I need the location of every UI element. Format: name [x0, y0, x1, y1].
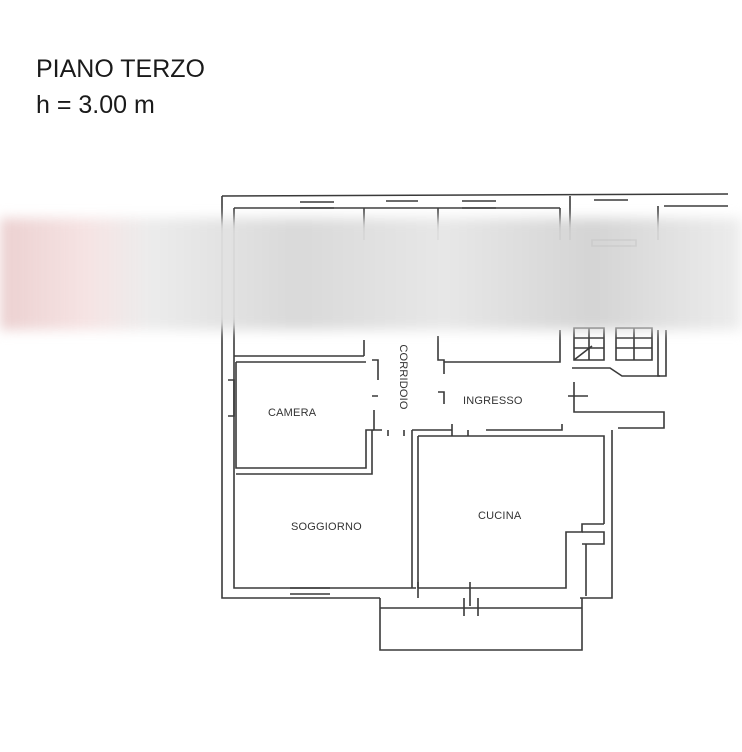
camera-walls — [235, 362, 374, 469]
stairs-arrow — [573, 345, 593, 361]
outer-wall-top — [221, 193, 729, 197]
room-label-ingresso: INGRESSO — [463, 395, 523, 407]
cucina-top-wall — [467, 424, 563, 436]
cucina-bottom-door — [417, 582, 471, 606]
outer-wall-left — [221, 196, 380, 599]
cucina-walls — [418, 435, 605, 524]
wall-upper-left-room — [234, 340, 365, 357]
stairs-right — [615, 327, 653, 361]
room-label-camera: CAMERA — [268, 407, 317, 419]
balcony-door — [463, 598, 479, 616]
landing-lower-wall — [573, 382, 665, 429]
cucina-bottom-wall — [440, 523, 604, 589]
stairs-left — [573, 327, 605, 361]
blurred-overlay — [0, 218, 742, 330]
room-label-cucina: CUCINA — [478, 510, 522, 522]
right-column — [657, 330, 667, 377]
window-top-1 — [300, 201, 334, 209]
soggiorno-top-wall — [236, 430, 373, 475]
ceiling-height-note: h = 3.00 m — [36, 91, 155, 119]
window-top-3 — [462, 200, 496, 209]
corridor-door-right — [437, 336, 445, 404]
cucina-niche — [582, 531, 605, 545]
balcony — [379, 598, 583, 651]
window-left — [228, 379, 235, 417]
floor-title: PIANO TERZO — [36, 55, 206, 83]
window-bottom — [290, 587, 330, 595]
room-label-corridoio: CORRIDOIO — [397, 344, 409, 410]
camera-door — [373, 410, 382, 431]
corridor-door-left — [372, 359, 379, 397]
inner-wall-left — [233, 208, 416, 589]
landing-wall — [572, 367, 660, 377]
ingresso-top-wall — [444, 330, 561, 363]
corridor-lower-door — [387, 424, 453, 436]
cucina-right-outer — [580, 430, 613, 599]
room-label-soggiorno: SOGGIORNO — [291, 521, 362, 533]
